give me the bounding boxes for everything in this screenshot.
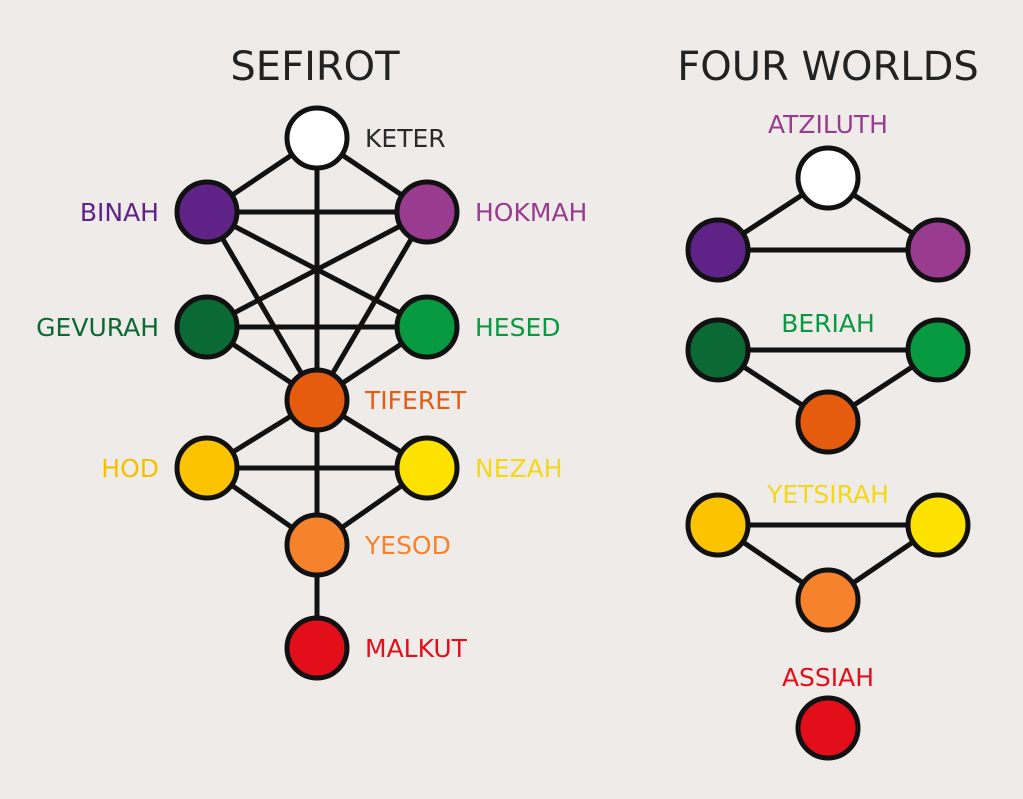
world-node [795,389,861,455]
world-assiah: ASSIAH [782,663,874,761]
node-nezah [394,435,460,501]
world-yetsirah: YETSIRAH [685,480,971,633]
world-node [795,567,861,633]
label-binah: BINAH [80,198,159,227]
four-worlds-title: FOUR WORLDS [677,44,979,90]
world-label: ASSIAH [782,663,874,692]
edge-hokmah-tiferet [314,210,430,402]
node-malkut [284,615,350,681]
world-label: ATZILUTH [768,110,888,139]
label-hesed: HESED [475,313,561,342]
node-hesed [394,294,460,360]
label-gevurah: GEVURAH [36,313,159,342]
edge-binah-tiferet [204,210,320,402]
label-yesod: YESOD [364,531,451,560]
world-node [795,695,861,761]
world-node [685,492,751,558]
world-atziluth: ATZILUTH [685,110,971,283]
label-nezah: NEZAH [475,454,563,483]
node-gevurah [174,294,240,360]
world-node [795,145,861,211]
four-worlds-group: ATZILUTH BERIAH YETSIRAH ASSIAH [685,110,971,761]
world-node [905,217,971,283]
world-label: YETSIRAH [766,480,889,509]
sefirot-nodes: KETER BINAH HOKMAH GEVURAH HESED TIFERET HOD NE… [36,105,587,681]
node-yesod [284,512,350,578]
label-keter: KETER [365,124,446,153]
node-hod [174,435,240,501]
node-keter [284,105,350,171]
label-hokmah: HOKMAH [475,198,587,227]
world-beriah: BERIAH [685,309,971,455]
node-hokmah [394,179,460,245]
world-node [685,217,751,283]
world-node [685,317,751,383]
world-node [905,317,971,383]
node-binah [174,179,240,245]
label-hod: HOD [101,454,159,483]
node-tiferet [284,367,350,433]
world-label: BERIAH [781,309,875,338]
label-tiferet: TIFERET [364,386,467,415]
world-node [905,492,971,558]
sefirot-title: SEFIROT [230,44,400,90]
edge-hokmah-gevurah [205,209,429,330]
label-malkut: MALKUT [365,634,468,663]
